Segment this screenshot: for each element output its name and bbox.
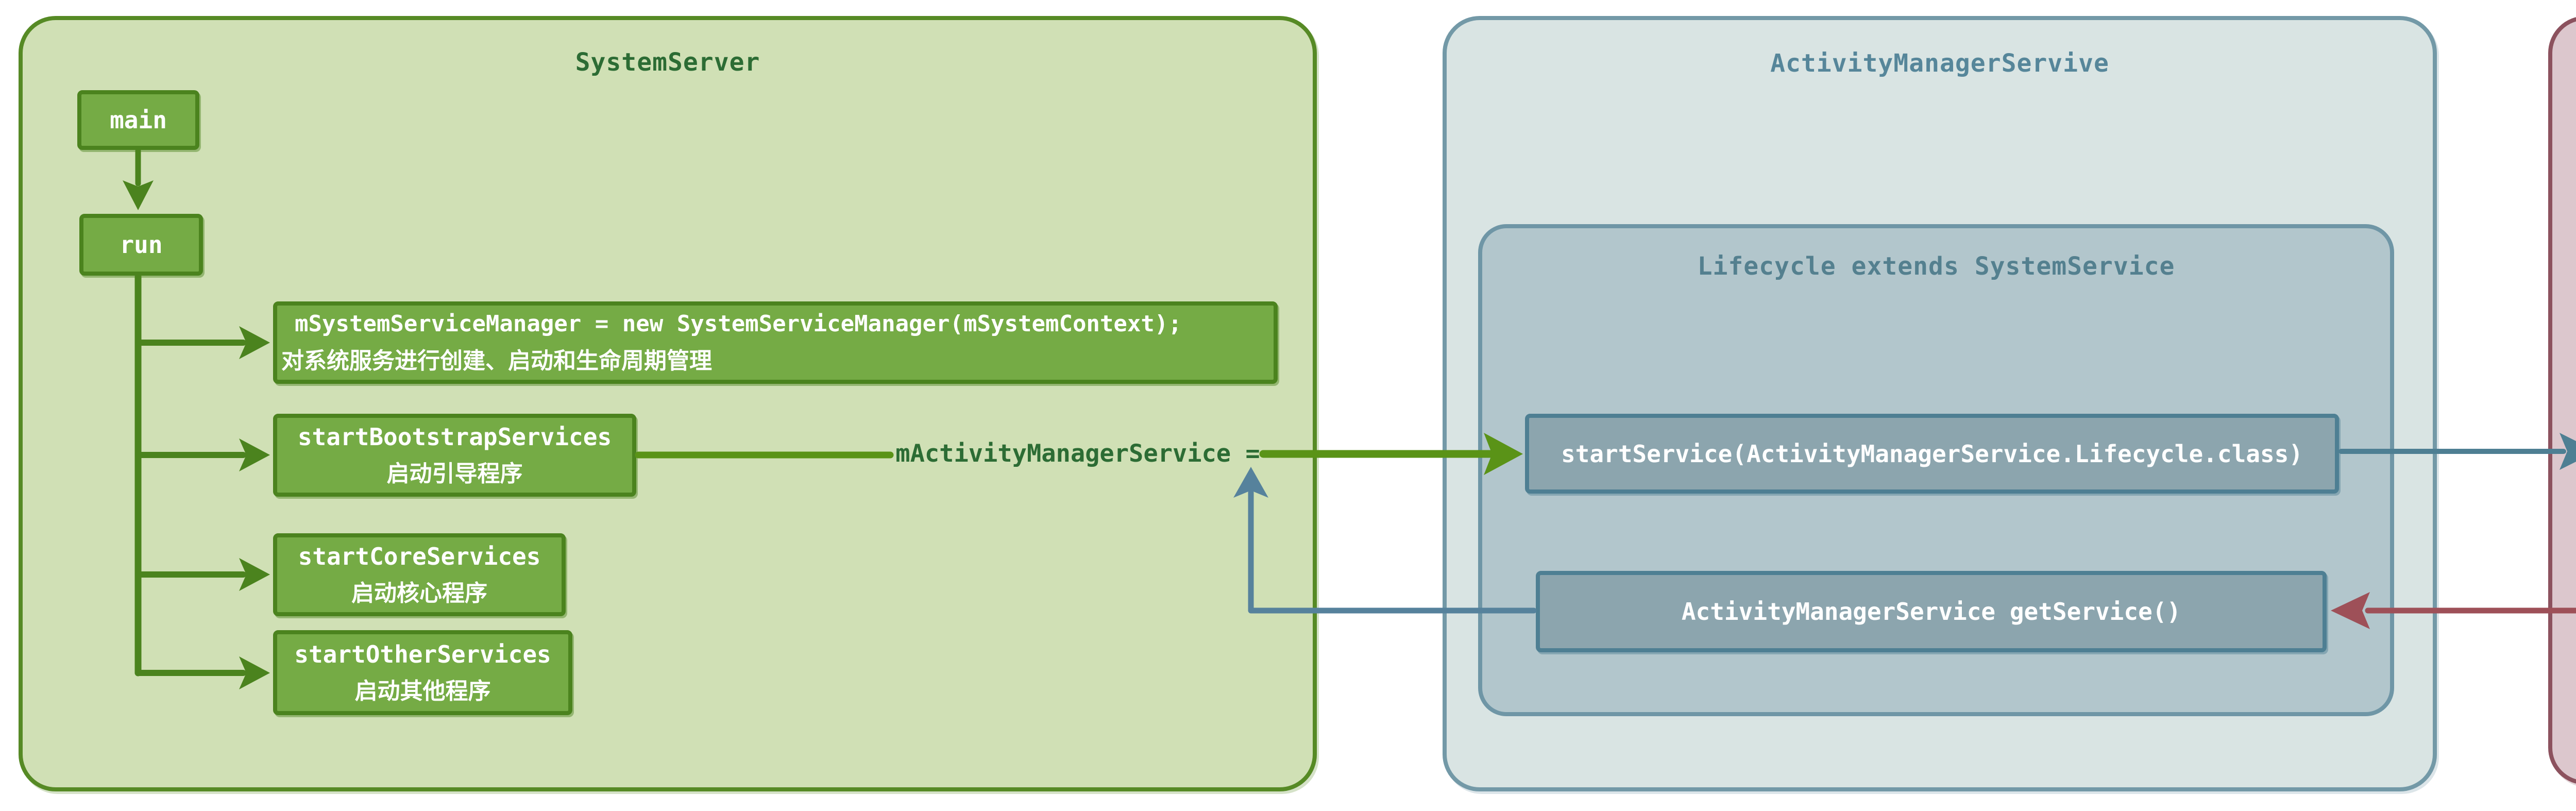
step-start-other-services-code: startOtherServices (294, 640, 551, 668)
main-node-label: main (110, 106, 167, 134)
lifecycle-title: Lifecycle extends SystemService (1697, 252, 2175, 281)
step-start-bootstrap-services-node: startBootstrapServices 启动引导程序 (273, 414, 636, 497)
system-server-title: SystemServer (575, 48, 760, 77)
get-service-label: ActivityManagerService getService() (1681, 598, 2181, 626)
step-create-ssm-node: mSystemServiceManager = new SystemServic… (273, 301, 1278, 384)
step-create-ssm-desc: 对系统服务进行创建、启动和生命周期管理 (281, 348, 712, 374)
run-node-label: run (120, 231, 163, 259)
start-service-lifecycle-label: startService(ActivityManagerService.Life… (1561, 440, 2303, 468)
step-start-core-services-desc: 启动核心程序 (351, 580, 487, 606)
step-create-ssm-code: mSystemServiceManager = new SystemServic… (295, 311, 1182, 337)
system-server-container: SystemServer (19, 16, 1317, 791)
step-start-bootstrap-services-code: startBootstrapServices (297, 423, 612, 451)
step-start-core-services-node: startCoreServices 启动核心程序 (273, 533, 566, 616)
step-start-other-services-desc: 启动其他程序 (354, 678, 491, 704)
assignment-label: mActivityManagerService = (895, 440, 1260, 468)
system-service-manager-title: SystemServiceManager (2552, 54, 2576, 83)
start-service-lifecycle-node: startService(ActivityManagerService.Life… (1525, 414, 2339, 494)
step-start-bootstrap-services-desc: 启动引导程序 (386, 460, 523, 487)
activity-manager-service-title: ActivityManagerServive (1770, 49, 2109, 78)
get-service-node: ActivityManagerService getService() (1536, 571, 2327, 652)
run-node: run (79, 214, 203, 276)
step-start-core-services-code: startCoreServices (298, 542, 541, 570)
system-service-manager-container: SystemServiceManager (2548, 16, 2576, 785)
main-node: main (77, 90, 199, 150)
step-start-other-services-node: startOtherServices 启动其他程序 (273, 630, 572, 715)
